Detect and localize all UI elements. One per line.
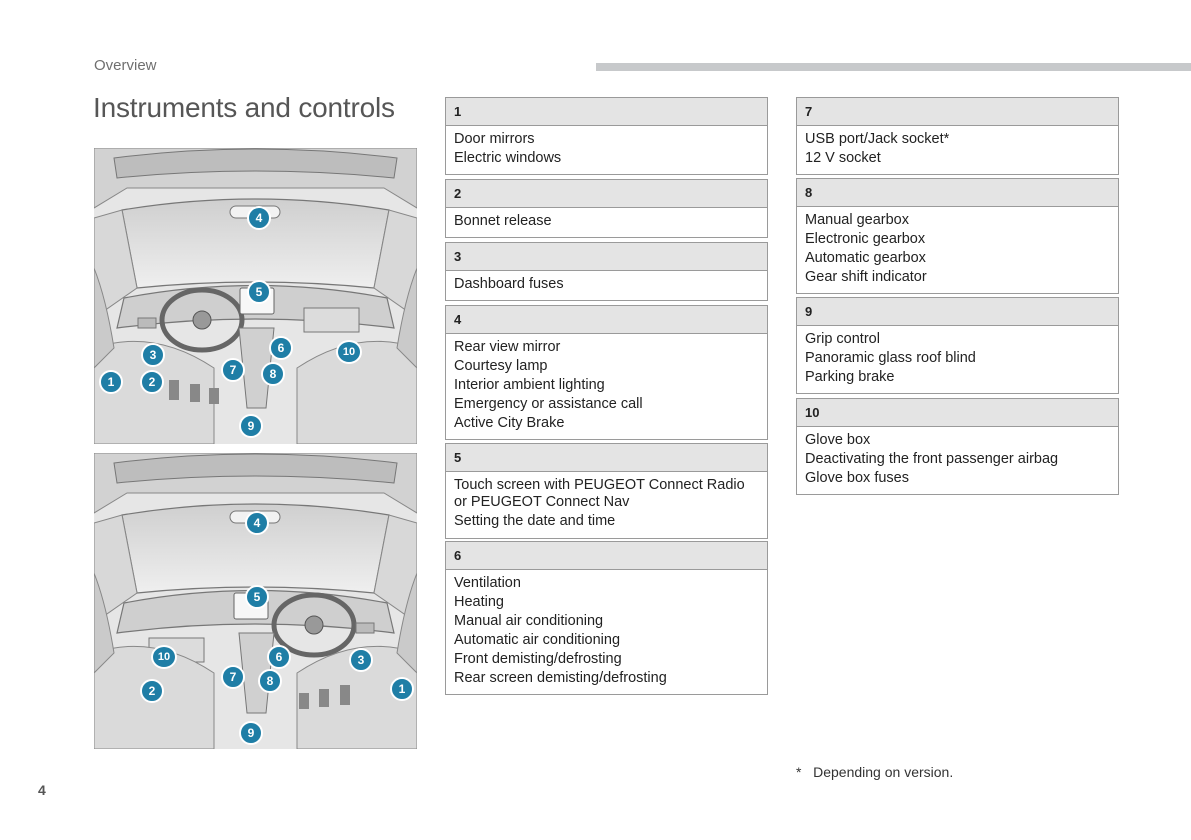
dashboard-illustration-rhd: 4 5 10 6 3 7 8 2 1 9 [94, 453, 417, 749]
control-number: 10 [797, 399, 1118, 427]
control-item: Door mirrors [454, 131, 535, 147]
callout-6: 6 [269, 336, 293, 360]
control-item: Automatic air conditioning [454, 632, 621, 648]
callout-3: 3 [349, 648, 373, 672]
control-item: Courtesy lamp [454, 358, 548, 374]
callout-7: 7 [221, 665, 245, 689]
callout-9: 9 [239, 721, 263, 745]
control-item: Glove box [805, 432, 871, 448]
control-number: 4 [446, 306, 767, 334]
control-box-4: 4 Rear view mirror Courtesy lamp Interio… [445, 305, 768, 440]
callout-2: 2 [140, 370, 164, 394]
control-item: Panoramic glass roof blind [805, 350, 976, 366]
control-box-3: 3 Dashboard fuses [445, 242, 768, 301]
control-number: 3 [446, 243, 767, 271]
control-box-1: 1 Door mirrors Electric windows [445, 97, 768, 175]
control-item: Manual air conditioning [454, 613, 604, 629]
control-item: Touch screen with PEUGEOT Connect Radio … [454, 477, 745, 510]
footnote: * Depending on version. [796, 764, 954, 780]
dashboard-illustration-lhd: 4 5 3 6 10 7 8 1 2 9 [94, 148, 417, 444]
callout-1: 1 [390, 677, 414, 701]
section-bar [596, 63, 1191, 71]
callout-4: 4 [247, 206, 271, 230]
control-item: Manual gearbox [805, 212, 909, 228]
control-item: Glove box fuses [805, 470, 909, 486]
control-box-2: 2 Bonnet release [445, 179, 768, 238]
control-box-5: 5 Touch screen with PEUGEOT Connect Radi… [445, 443, 768, 539]
control-item: 12 V socket [805, 150, 881, 166]
control-number: 9 [797, 298, 1118, 326]
control-item: Emergency or assistance call [454, 396, 643, 412]
control-number: 5 [446, 444, 767, 472]
control-box-9: 9 Grip control Panoramic glass roof blin… [796, 297, 1119, 394]
control-item: Automatic gearbox [805, 250, 926, 266]
control-box-8: 8 Manual gearbox Electronic gearbox Auto… [796, 178, 1119, 294]
callout-2: 2 [140, 679, 164, 703]
control-box-7: 7 USB port/Jack socket* 12 V socket [796, 97, 1119, 175]
control-number: 7 [797, 98, 1118, 126]
control-item: Deactivating the front passenger airbag [805, 451, 1059, 467]
control-number: 8 [797, 179, 1118, 207]
callout-4: 4 [245, 511, 269, 535]
control-box-10: 10 Glove box Deactivating the front pass… [796, 398, 1119, 495]
callout-6: 6 [267, 645, 291, 669]
section-label: Overview [94, 57, 157, 74]
callout-8: 8 [261, 362, 285, 386]
control-item: Bonnet release [454, 213, 552, 229]
control-item: Ventilation [454, 575, 521, 591]
control-number: 6 [446, 542, 767, 570]
control-item: Rear screen demisting/defrosting [454, 670, 667, 686]
callout-5: 5 [245, 585, 269, 609]
control-item: Electronic gearbox [805, 231, 926, 247]
control-item: Parking brake [805, 369, 895, 385]
control-item: Electric windows [454, 150, 562, 166]
callout-10: 10 [336, 340, 362, 364]
control-item: Front demisting/defrosting [454, 651, 622, 667]
control-box-6: 6 Ventilation Heating Manual air conditi… [445, 541, 768, 695]
callout-7: 7 [221, 358, 245, 382]
control-number: 1 [446, 98, 767, 126]
callout-5: 5 [247, 280, 271, 304]
control-item: Setting the date and time [454, 513, 616, 529]
callout-8: 8 [258, 669, 282, 693]
control-item: USB port/Jack socket* [805, 131, 950, 147]
callout-9: 9 [239, 414, 263, 438]
control-item: Gear shift indicator [805, 269, 927, 285]
control-item: Grip control [805, 331, 880, 347]
control-item: Active City Brake [454, 415, 565, 431]
control-item: Rear view mirror [454, 339, 561, 355]
callout-10: 10 [151, 645, 177, 669]
control-item: Heating [454, 594, 504, 610]
control-item: Dashboard fuses [454, 276, 564, 292]
callout-1: 1 [99, 370, 123, 394]
control-number: 2 [446, 180, 767, 208]
callout-3: 3 [141, 343, 165, 367]
page-number: 4 [38, 782, 46, 798]
control-item: Interior ambient lighting [454, 377, 605, 393]
page-title: Instruments and controls [93, 92, 395, 123]
